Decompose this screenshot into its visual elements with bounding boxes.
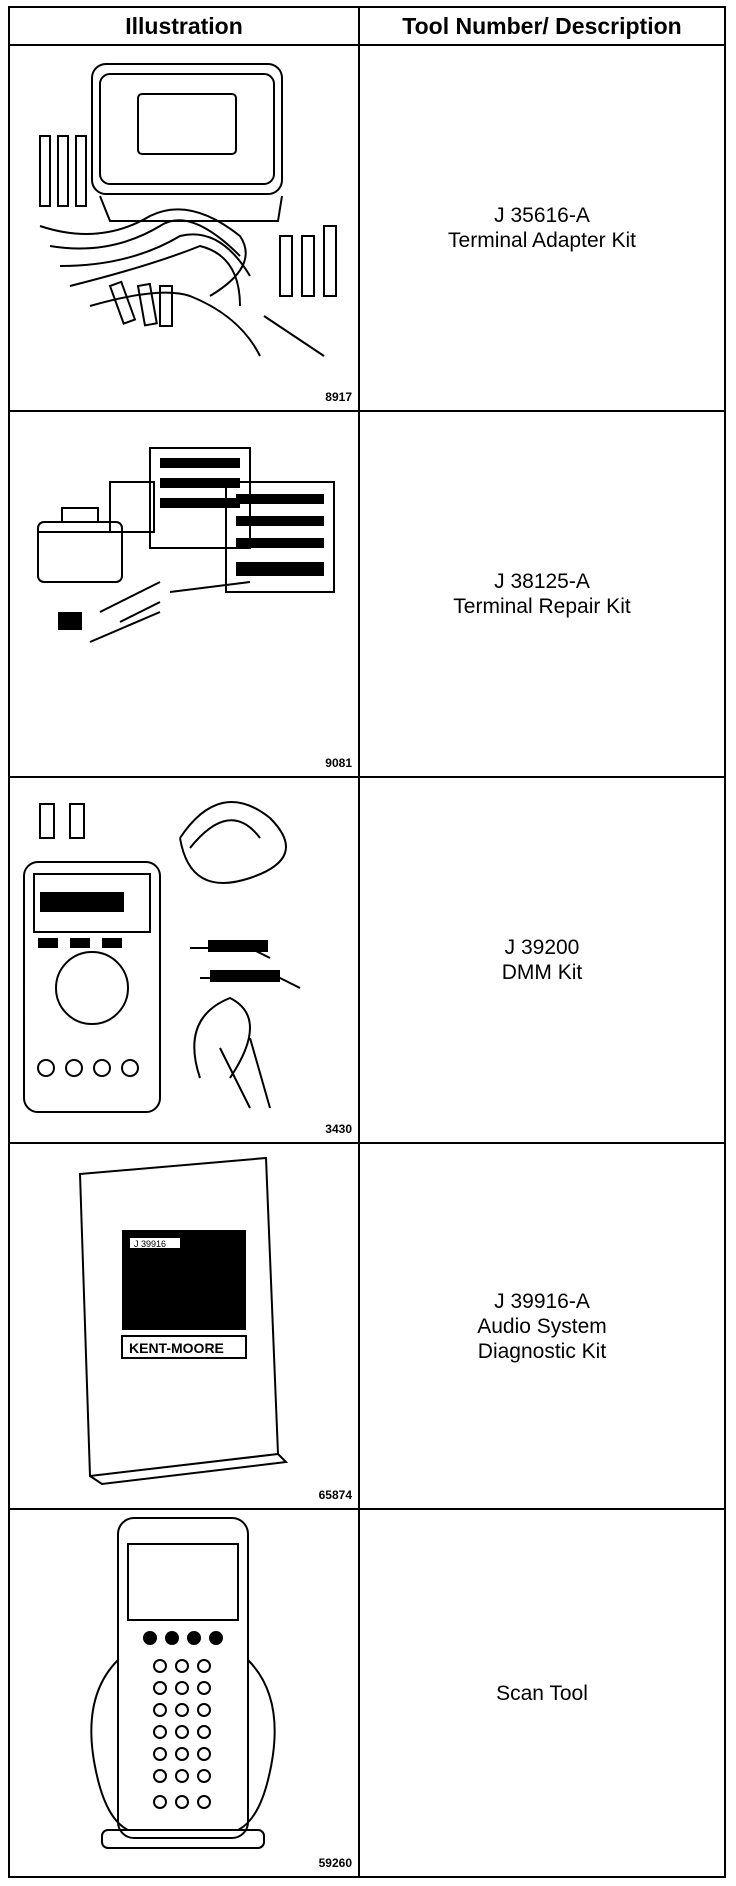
tool-number: J 39916-A <box>494 1289 590 1313</box>
illustration-cell: 59260 <box>10 1510 360 1876</box>
figure-number: 8917 <box>325 390 352 404</box>
figure-number: 9081 <box>325 756 352 770</box>
tool-description: Scan Tool <box>496 1681 588 1705</box>
illustration-cell: 3430 <box>10 778 360 1142</box>
tool-description: Terminal Repair Kit <box>453 595 631 618</box>
table-row: 3430 J 39200 DMM Kit <box>10 778 724 1144</box>
audio-diagnostic-kit-illustration: J 39916 KENT-MOORE <box>78 1156 289 1486</box>
illustration-cell: 8917 <box>10 46 360 410</box>
figure-number: 65874 <box>318 1488 352 1502</box>
tool-description-cell: Scan Tool <box>360 1510 724 1876</box>
table-row: 9081 J 38125-A Terminal Repair Kit <box>10 412 724 778</box>
tool-description: Terminal Adapter Kit <box>448 229 636 252</box>
terminal-repair-kit-illustration <box>37 447 335 643</box>
kent-moore-label: KENT-MOORE <box>129 1340 224 1356</box>
tool-number: J 38125-A <box>494 570 590 593</box>
table-row: J 39916 KENT-MOORE 65874 J 39916-A Audio… <box>10 1144 724 1510</box>
tool-description: Audio System <box>477 1314 607 1338</box>
terminal-adapter-kit-illustration <box>39 63 337 357</box>
tool-description: Diagnostic Kit <box>477 1339 607 1363</box>
tool-description: DMM Kit <box>501 961 583 984</box>
tool-number: J 39200 <box>504 936 580 959</box>
special-tools-table: Illustration Tool Number/ Description <box>8 6 726 1878</box>
tool-description-cell: J 39200 DMM Kit <box>360 778 724 1142</box>
tool-number: J 35616-A <box>494 204 590 227</box>
tool-column-header: Tool Number/ Description <box>402 12 682 39</box>
tool-description-cell: J 39916-A Audio System Diagnostic Kit <box>360 1144 724 1508</box>
table-row: 59260 Scan Tool <box>10 1510 724 1876</box>
figure-number: 59260 <box>318 1856 352 1870</box>
manual-cover-title: J 39916 <box>134 1239 166 1249</box>
table-row: 8917 J 35616-A Terminal Adapter Kit <box>10 46 724 412</box>
figure-number: 3430 <box>325 1122 352 1136</box>
illustration-column-header: Illustration <box>10 8 360 44</box>
scan-tool-illustration <box>90 1517 276 1849</box>
table-header: Illustration Tool Number/ Description <box>10 8 724 46</box>
tool-description-cell: J 35616-A Terminal Adapter Kit <box>360 46 724 410</box>
tool-description-cell: J 38125-A Terminal Repair Kit <box>360 412 724 776</box>
dmm-kit-illustration <box>23 801 301 1113</box>
illustration-cell: 9081 <box>10 412 360 776</box>
illustration-cell: J 39916 KENT-MOORE 65874 <box>10 1144 360 1508</box>
